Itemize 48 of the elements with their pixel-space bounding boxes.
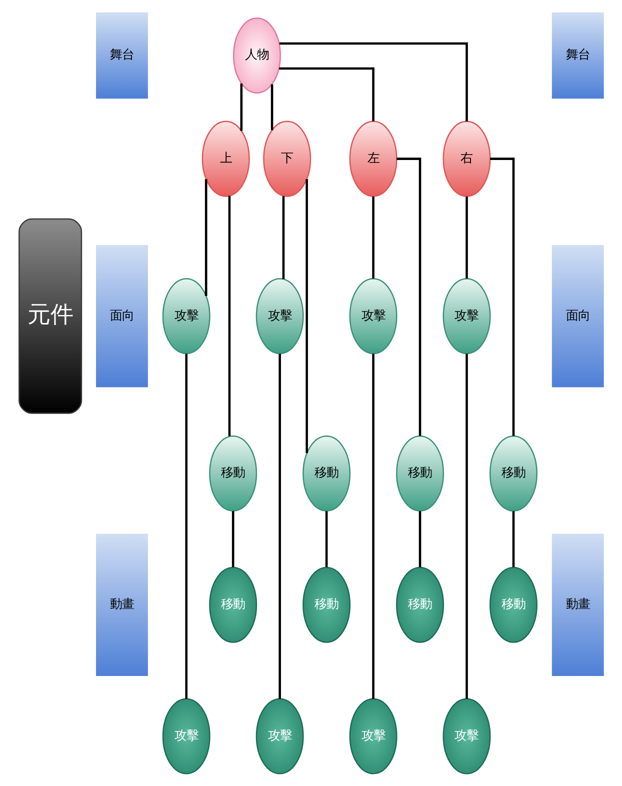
- connector: [184, 354, 187, 699]
- node-ellipse: 攻擊: [442, 698, 490, 774]
- node-ellipse: 移動: [208, 566, 257, 643]
- connector: [372, 354, 374, 699]
- connector: [465, 354, 468, 699]
- connector: [204, 179, 207, 296]
- node-box: 動畫: [96, 534, 148, 676]
- connector: [270, 84, 273, 130]
- node-ellipse: 移動: [489, 435, 537, 512]
- connector: [465, 196, 468, 278]
- connector: [396, 158, 421, 436]
- node-ellipse: 下: [262, 120, 311, 197]
- node-ellipse: 移動: [396, 566, 444, 643]
- connector: [278, 354, 280, 699]
- node-ellipse: 攻擊: [442, 278, 490, 354]
- node-box: 舞台: [96, 12, 148, 99]
- connector: [418, 511, 421, 568]
- connector: [305, 178, 308, 454]
- node-box: 面向: [551, 245, 604, 388]
- connector: [278, 67, 374, 122]
- node-ellipse: 攻擊: [162, 698, 210, 774]
- connector: [324, 511, 328, 568]
- node-ellipse: 攻擊: [255, 698, 304, 774]
- node-ellipse: 左: [348, 120, 397, 197]
- node-ellipse: 右: [442, 120, 490, 197]
- node-ellipse: 攻擊: [348, 278, 397, 354]
- node-ellipse: 移動: [302, 435, 350, 512]
- node-ellipse: 攻擊: [162, 278, 210, 354]
- connector: [278, 42, 468, 122]
- connector: [512, 511, 514, 568]
- node-box: 舞台: [551, 12, 604, 99]
- node-box: 元件: [18, 218, 82, 414]
- node-ellipse: 移動: [208, 435, 257, 512]
- node-ellipse: 移動: [302, 566, 350, 643]
- connector: [490, 158, 514, 436]
- node-ellipse: 攻擊: [348, 698, 397, 774]
- node-ellipse: 移動: [396, 435, 444, 512]
- node-ellipse: 人物: [232, 17, 280, 94]
- node-box: 動畫: [551, 534, 604, 676]
- connector: [372, 196, 374, 278]
- node-ellipse: 移動: [489, 566, 537, 643]
- node-ellipse: 上: [201, 120, 250, 197]
- connector: [240, 83, 242, 131]
- connector: [228, 196, 230, 436]
- connector: [282, 196, 284, 280]
- node-box: 面向: [96, 245, 148, 388]
- node-ellipse: 攻擊: [255, 278, 304, 354]
- connector: [231, 511, 234, 568]
